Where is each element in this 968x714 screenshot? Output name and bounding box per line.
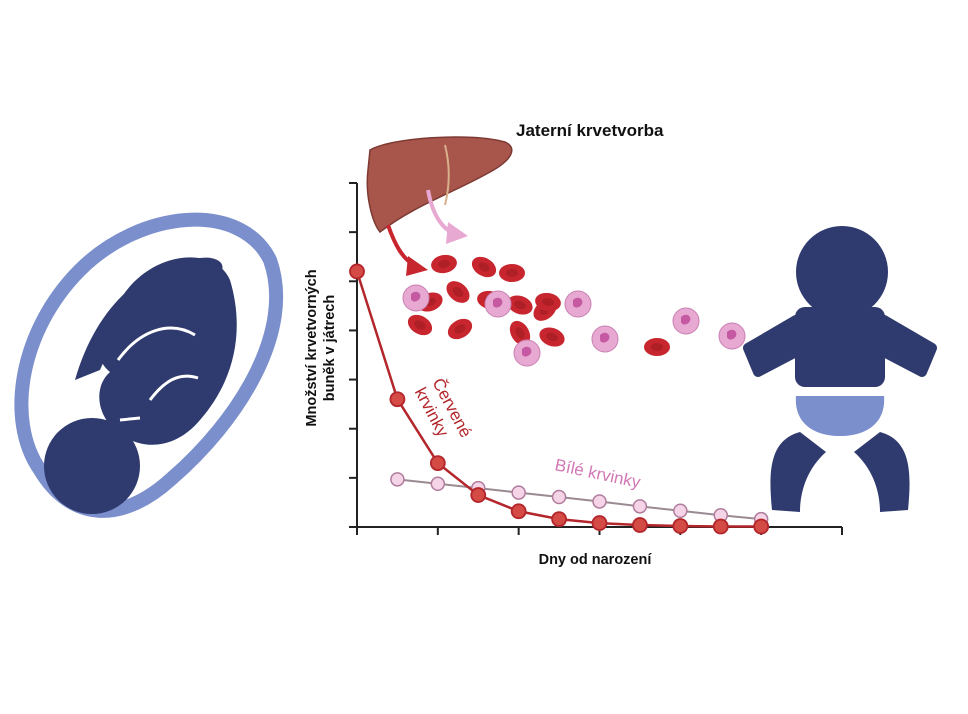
data-point-red-cells <box>389 391 406 408</box>
red-blood-cell-center <box>414 320 426 330</box>
white-blood-cell-nucleus <box>600 332 610 343</box>
red-blood-cell-icon <box>407 314 433 336</box>
red-blood-cell-center <box>514 300 526 310</box>
red-blood-cell-center <box>454 324 466 334</box>
baby-icon <box>743 226 937 512</box>
white-blood-cell-icon <box>513 339 541 367</box>
data-point-red-cells <box>551 511 567 528</box>
red-blood-cell-icon <box>509 320 531 346</box>
red-blood-cell-icon <box>471 256 497 278</box>
white-blood-cell-icon <box>718 322 746 350</box>
blood-cells-cluster <box>402 254 746 367</box>
red-blood-cell-icon <box>539 327 565 347</box>
red-blood-cell-center <box>506 269 518 277</box>
red-blood-cell-icon <box>431 254 457 274</box>
data-point-white-cells <box>551 489 567 505</box>
red-blood-cell-icon <box>447 318 473 340</box>
x-axis-title: Dny od narození <box>539 552 653 568</box>
white-blood-cell-nucleus <box>411 291 421 302</box>
data-point-red-cells <box>753 518 770 535</box>
white-blood-cell-nucleus <box>681 314 691 325</box>
red-arrow <box>386 224 428 276</box>
red-blood-cell-center <box>438 259 450 269</box>
white-blood-cell-icon <box>672 307 700 335</box>
red-blood-cell-center <box>478 262 490 272</box>
data-point-red-cells <box>470 487 487 503</box>
red-blood-cell-center <box>651 343 663 351</box>
series-line-white-cells <box>397 478 762 521</box>
data-point-white-cells <box>390 472 405 487</box>
red-blood-cell-center <box>515 327 525 339</box>
data-point-white-cells <box>632 499 648 514</box>
data-point-red-cells <box>712 518 729 535</box>
red-blood-cell-icon <box>507 295 533 315</box>
data-point-red-cells <box>591 515 608 531</box>
red-blood-cell-center <box>546 332 558 342</box>
data-point-white-cells <box>430 476 446 492</box>
white-blood-cell-icon <box>591 325 619 353</box>
white-blood-cell-icon <box>402 284 430 312</box>
series-label-pink: Bílé krvinky <box>553 455 642 492</box>
data-point-red-cells <box>349 263 365 280</box>
red-blood-cell-icon <box>446 281 470 303</box>
chart-title: Jaterní krvetvorba <box>516 121 664 140</box>
white-blood-cell-icon <box>564 290 592 318</box>
data-point-white-cells <box>592 494 607 509</box>
pink-arrow <box>426 189 468 244</box>
white-blood-cell-nucleus <box>727 329 737 340</box>
chart-plot-area <box>349 263 770 535</box>
white-blood-cell-nucleus <box>493 297 503 308</box>
data-point-white-cells <box>511 485 526 500</box>
white-blood-cell-icon <box>484 290 512 318</box>
white-blood-cell-nucleus <box>573 297 583 308</box>
red-blood-cell-icon <box>644 338 670 356</box>
data-point-red-cells <box>632 517 648 533</box>
red-blood-cell-icon <box>499 264 525 282</box>
red-blood-cell-icon <box>535 292 561 312</box>
liver-icon <box>366 136 513 234</box>
data-point-red-cells <box>672 518 689 534</box>
y-axis-title-line-2: buněk v játrech <box>322 295 338 401</box>
data-point-white-cells <box>673 503 688 519</box>
y-axis-title: Množství krvetvorných buněk v játrech <box>304 269 338 426</box>
series-label-red: Červené krvinky <box>411 375 476 441</box>
red-blood-cell-center <box>452 287 464 297</box>
red-blood-cell-center <box>542 297 554 307</box>
y-axis-title-line-1: Množství krvetvorných <box>304 269 320 426</box>
data-point-red-cells <box>510 503 527 520</box>
white-blood-cell-nucleus <box>522 346 532 357</box>
fetus-in-womb-icon <box>14 212 284 518</box>
data-point-red-cells <box>429 455 446 472</box>
